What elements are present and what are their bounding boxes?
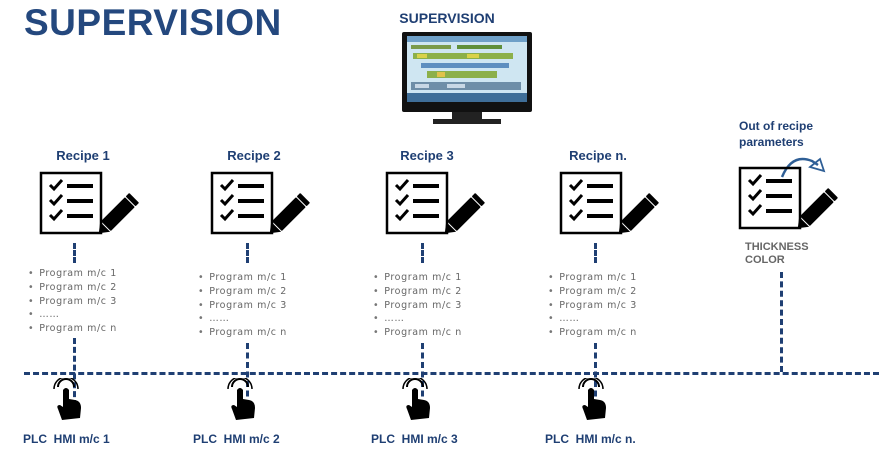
plc-label-3: PLC HMI m/c 3 [371, 432, 458, 446]
program-item: Program m/c n [373, 326, 462, 340]
param-thickness: THICKNESS [745, 241, 809, 253]
checklist-icon [559, 171, 659, 235]
checklist-icon [738, 166, 838, 230]
program-item: Program m/c 3 [198, 299, 287, 313]
recipe-1-title: Recipe 1 [56, 148, 110, 163]
connector-line [594, 343, 597, 406]
page-title: SUPERVISION [24, 2, 282, 43]
program-item: Program m/c 1 [28, 267, 117, 281]
touch-hand-icon [227, 378, 255, 420]
connector-line [73, 243, 76, 263]
connector-line [73, 338, 76, 406]
recipe-3-title: Recipe 3 [400, 148, 454, 163]
program-item: …… [198, 312, 287, 326]
checklist-icon [385, 171, 485, 235]
param-color: COLOR [745, 254, 785, 266]
program-list-2: Program m/c 1 Program m/c 2 Program m/c … [198, 271, 287, 340]
program-list-1: Program m/c 1 Program m/c 2 Program m/c … [28, 267, 117, 336]
program-item: Program m/c 3 [28, 295, 117, 309]
touch-hand-icon [578, 378, 606, 420]
program-item: …… [373, 312, 462, 326]
supervision-monitor-icon [402, 32, 532, 112]
connector-line [594, 243, 597, 263]
out-of-recipe-params: THICKNESS COLOR [745, 241, 809, 267]
program-item: Program m/c 1 [198, 271, 287, 285]
connector-line [246, 343, 249, 406]
program-item: Program m/c 2 [373, 285, 462, 299]
connector-line [780, 272, 783, 372]
program-item: Program m/c 1 [373, 271, 462, 285]
program-list-3: Program m/c 1 Program m/c 2 Program m/c … [373, 271, 462, 340]
bus-line [24, 372, 879, 375]
program-item: Program m/c 1 [548, 271, 637, 285]
plc-label-n: PLC HMI m/c n. [545, 432, 636, 446]
connector-line [421, 243, 424, 263]
program-item: Program m/c 3 [373, 299, 462, 313]
recipe-2-title: Recipe 2 [227, 148, 281, 163]
monitor-base [433, 119, 501, 124]
program-item: Program m/c n [28, 322, 117, 336]
program-item: Program m/c n [548, 326, 637, 340]
checklist-icon [39, 171, 139, 235]
program-item: Program m/c 2 [198, 285, 287, 299]
touch-hand-icon [402, 378, 430, 420]
recipe-n-title: Recipe n. [569, 148, 627, 163]
out-of-recipe-title: Out of recipe parameters [739, 119, 814, 149]
program-item: Program m/c 2 [28, 281, 117, 295]
curved-arrow-icon [780, 157, 826, 178]
touch-hand-icon [53, 378, 81, 420]
monitor-stand [452, 112, 482, 120]
monitor-label: SUPERVISION [399, 10, 495, 26]
program-item: …… [548, 312, 637, 326]
checklist-icon [210, 171, 310, 235]
program-item: …… [28, 308, 117, 322]
connector-line [246, 243, 249, 263]
plc-label-1: PLC HMI m/c 1 [23, 432, 110, 446]
program-item: Program m/c 2 [548, 285, 637, 299]
plc-label-2: PLC HMI m/c 2 [193, 432, 280, 446]
program-item: Program m/c n [198, 326, 287, 340]
program-item: Program m/c 3 [548, 299, 637, 313]
program-list-n: Program m/c 1 Program m/c 2 Program m/c … [548, 271, 637, 340]
connector-line [421, 343, 424, 406]
